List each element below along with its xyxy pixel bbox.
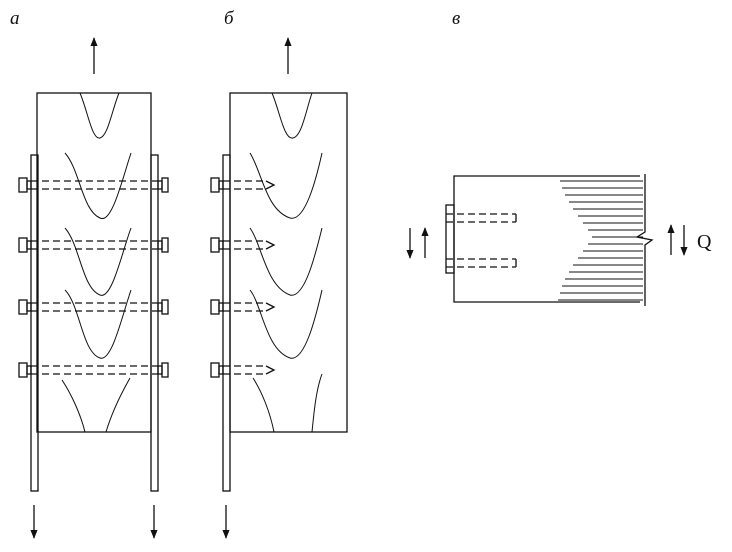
panel-b [210,37,348,539]
left-cover-plate [30,154,39,492]
label-v: в [452,8,460,29]
stress-curve [64,152,132,219]
bolt-icon [18,237,169,253]
bolt-icon [18,299,169,315]
panel-v: Q [406,174,712,306]
stress-curve [311,373,323,433]
stress-curve [249,289,323,359]
break-line [635,174,654,306]
panel-a [18,37,169,539]
left-cover-plate [222,154,231,492]
center-plate [36,92,152,433]
force-label-q: Q [697,231,712,253]
bolt-icon [210,299,276,315]
stress-curve [105,377,131,433]
bolt-icon [446,258,517,268]
right-cover-plate [150,154,159,492]
bolt-icon [18,362,169,378]
stress-curve [249,152,323,219]
center-plate [229,92,348,433]
stress-curve [79,92,120,139]
bolt-icon [18,177,169,193]
label-a: а [10,8,20,29]
bolt-icon [446,213,517,223]
stress-curve [252,377,275,433]
shear-stress-hatching [558,180,643,301]
stress-curve [271,92,313,139]
bolt-icon [210,177,276,193]
stress-curve [249,227,323,296]
label-b: б [224,8,235,29]
cover-plate [445,204,455,274]
stress-curve [61,379,86,433]
bolt-icon [210,237,276,253]
stress-curve [64,227,132,296]
bolt-icon [210,362,276,378]
stress-curve [64,289,132,359]
